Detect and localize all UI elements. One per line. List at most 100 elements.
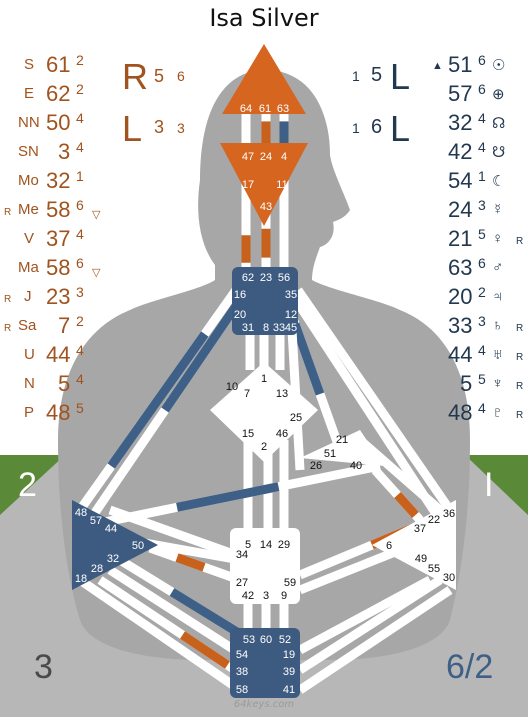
gate-label: 43 [260, 201, 272, 213]
variable-right-top-n1: 5 [371, 64, 383, 86]
gate-label: 53 [243, 634, 255, 646]
planet-gate: 21 [448, 226, 473, 251]
gate-label: 11 [276, 179, 287, 191]
planet-line: 4 [76, 371, 84, 387]
channel [107, 566, 253, 664]
gate-label: 16 [234, 289, 246, 301]
chart-title: Isa Silver [209, 4, 319, 32]
gate-label: 49 [415, 553, 427, 565]
retrograde-mark: R [516, 410, 524, 421]
planet-gate: 3 [58, 139, 71, 164]
gate-label: 10 [226, 381, 238, 393]
gate-label: 21 [336, 434, 348, 446]
gate-label: 29 [278, 539, 290, 551]
planet-symbol: ♃ [492, 288, 504, 305]
channel-activation [175, 553, 206, 572]
variable-left-bottom-n2: 3 [177, 120, 185, 136]
gate-label: 36 [443, 508, 455, 520]
channel [298, 545, 402, 595]
planet-symbol: ♆ [492, 375, 504, 392]
gate-label: 45 [285, 322, 297, 334]
channel-activation [290, 322, 325, 396]
planet-gate: 51 [448, 52, 473, 77]
planet-gate: 32 [448, 110, 473, 135]
gate-label: 33 [273, 322, 285, 334]
planet-symbol: ☾ [492, 173, 506, 190]
gate-label: 42 [242, 590, 254, 602]
gate-label: 8 [263, 322, 269, 334]
planet-gate: 42 [448, 139, 473, 164]
ego-center [300, 430, 384, 466]
variable-left-top-n1: 5 [154, 66, 165, 86]
gate-label: 15 [242, 428, 254, 440]
planet-symbol: ♅ [492, 346, 504, 363]
gate-label: 3 [263, 590, 269, 602]
planet-symbol: ☋ [492, 144, 506, 161]
planet-gate: 48 [46, 400, 71, 425]
retrograde-mark: R [516, 236, 524, 247]
planet-symbol: Mo [18, 172, 39, 189]
fixing-mark: ▲ [432, 60, 443, 72]
channel [108, 505, 252, 565]
channel-activation [176, 482, 280, 512]
planet-gate: 24 [448, 197, 473, 222]
gate-label: 25 [290, 412, 302, 424]
planet-symbol: P [24, 404, 35, 421]
gate-label: 50 [132, 540, 144, 552]
gate-label: 28 [91, 563, 103, 575]
gate-label: 30 [443, 572, 455, 584]
gate-label: 60 [260, 634, 272, 646]
gate-label: 54 [236, 649, 248, 661]
planet-line: 4 [478, 400, 486, 416]
planet-line: 6 [478, 255, 486, 271]
gate-label: 40 [350, 460, 362, 472]
watermark: 64keys.com [233, 699, 295, 710]
gate-label: 4 [281, 151, 287, 163]
gate-label: 2 [261, 441, 267, 453]
ajna-center [220, 143, 308, 226]
planet-gate: 61 [46, 52, 71, 77]
planet-line: 6 [478, 81, 486, 97]
variable-right-bottom-n2: 1 [352, 120, 360, 136]
gate-label: 62 [242, 272, 254, 284]
gate-label: 32 [107, 553, 119, 565]
channel-activation [180, 631, 230, 669]
planet-symbol: E [24, 85, 35, 102]
planet-line: 5 [478, 371, 486, 387]
channel [297, 576, 433, 654]
gate-label: 64 [240, 103, 252, 115]
variable-right-top-letter: L [390, 56, 411, 97]
gate-label: 20 [234, 309, 246, 321]
channel-activation [161, 297, 244, 413]
definition-number: 2 [18, 466, 37, 504]
planet-symbol: ♇ [492, 404, 504, 421]
authority-letter: I [484, 466, 494, 504]
planet-symbol: N [24, 375, 35, 392]
planet-gate: 37 [46, 226, 71, 251]
planet-line: 6 [478, 52, 486, 68]
gate-label: 52 [279, 634, 291, 646]
planet-symbol: Me [18, 201, 39, 218]
planet-line: 4 [478, 110, 486, 126]
channel [297, 586, 453, 694]
planet-line: 3 [478, 197, 486, 213]
gate-label: 38 [236, 666, 248, 678]
planet-gate: 62 [46, 81, 71, 106]
planet-gate: 33 [448, 313, 473, 338]
profile-bottom-right: 6/2 [446, 648, 494, 686]
